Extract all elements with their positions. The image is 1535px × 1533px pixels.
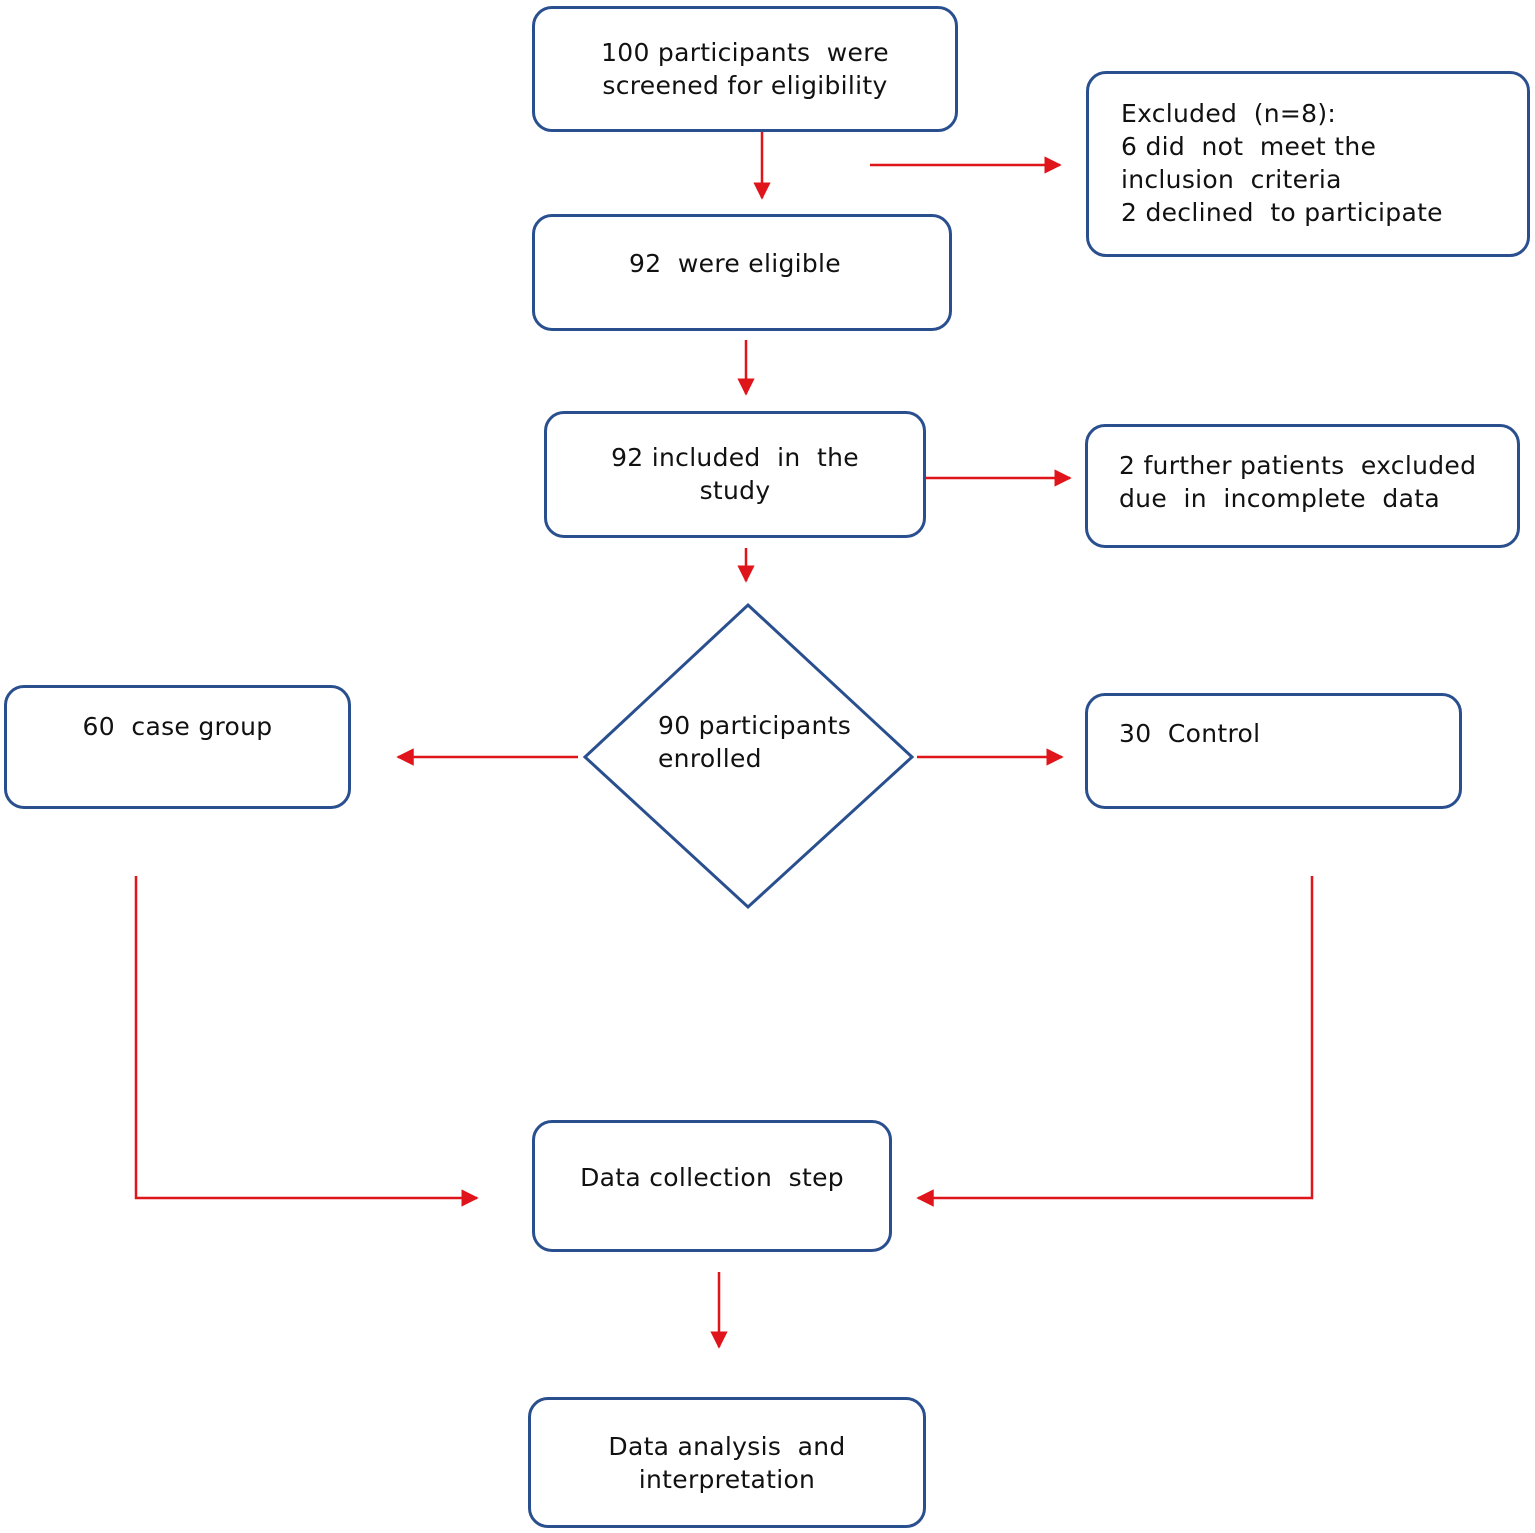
data-collection-box: Data collection step xyxy=(532,1120,892,1252)
eligible-line-1: 92 were eligible xyxy=(629,249,841,278)
excluded-line-3: inclusion criteria xyxy=(1121,165,1342,194)
case-group-line-1: 60 case group xyxy=(82,712,273,741)
excluded-line-1: Excluded (n=8): xyxy=(1121,99,1337,128)
case-group-box: 60 case group xyxy=(4,685,351,809)
analysis-line-2: interpretation xyxy=(638,1465,816,1494)
enrolled-diamond xyxy=(582,602,915,910)
control-line-1: 30 Control xyxy=(1119,719,1261,748)
excluded-box: Excluded (n=8): 6 did not meet the inclu… xyxy=(1086,71,1530,257)
enrolled-label: 90 participants enrolled xyxy=(658,709,851,775)
further-excluded-line-2: due in incomplete data xyxy=(1119,484,1440,513)
arrow-case-to-data-collection xyxy=(134,876,479,1207)
excluded-line-4: 2 declined to participate xyxy=(1121,198,1443,227)
analysis-line-1: Data analysis and xyxy=(608,1432,846,1461)
data-collection-line-1: Data collection step xyxy=(580,1163,844,1192)
arrow-control-to-data-collection xyxy=(916,876,1314,1207)
included-line-2: study xyxy=(699,476,771,505)
screened-box: 100 participants were screened for eligi… xyxy=(532,6,958,132)
screened-line-1: 100 participants were xyxy=(601,38,889,67)
screened-line-2: screened for eligibility xyxy=(602,71,888,100)
enrolled-line-1: 90 participants xyxy=(658,711,852,740)
included-line-1: 92 included in the xyxy=(611,443,859,472)
excluded-line-2: 6 did not meet the xyxy=(1121,132,1377,161)
included-box: 92 included in the study xyxy=(544,411,926,538)
further-excluded-box: 2 further patients excluded due in incom… xyxy=(1085,424,1520,548)
enrolled-line-2: enrolled xyxy=(658,744,762,773)
eligible-box: 92 were eligible xyxy=(532,214,952,331)
analysis-box: Data analysis and interpretation xyxy=(528,1397,926,1528)
further-excluded-line-1: 2 further patients excluded xyxy=(1119,451,1477,480)
control-box: 30 Control xyxy=(1085,693,1462,809)
